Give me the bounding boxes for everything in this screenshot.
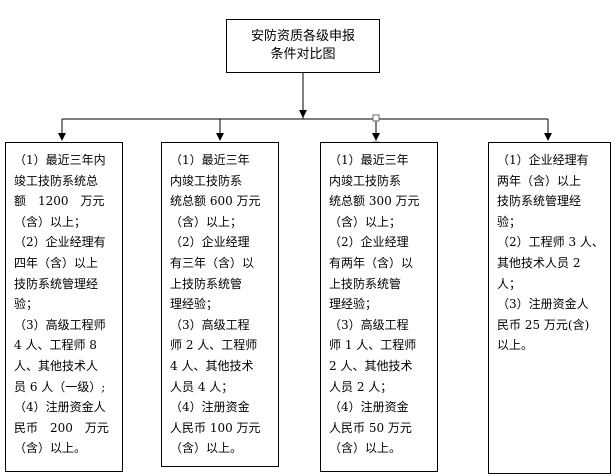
box-line: 两年（含）以上 [497, 173, 582, 188]
box-line: （1）最近三年内 [14, 153, 106, 167]
box-line: （4）注册资金 [329, 400, 409, 415]
box-line: 理经验； [329, 297, 378, 312]
box-line: （4）注册资金人 [14, 400, 106, 415]
box-line: 师 1 人、工程师 [329, 338, 417, 353]
box-line: 人员 2 人； [329, 379, 393, 394]
box-line: 人民币 100 万元 [170, 420, 261, 435]
box-line: 4 人、工程师 8 [14, 338, 97, 353]
box-line: 上技防系统管 [170, 276, 243, 291]
box-line: 其他技术人员 2 [497, 255, 581, 270]
box-line: 验； [497, 214, 522, 229]
box-line: （2）企业经理 [170, 235, 250, 250]
box-line: （1）最近三年 [170, 153, 250, 167]
box-line: （含）以上。 [14, 441, 87, 456]
box-line: 2 人、其他技术 [329, 358, 413, 373]
box-line: 四年（含）以上 [14, 255, 99, 270]
drop-arrowhead-2 [216, 133, 224, 141]
level-box-3: （1）最近三年 内竣工技防系 统总额 300 万元 （含）以上； （2）企业经理… [320, 142, 438, 472]
box-line: 内竣工技防系 [170, 173, 243, 188]
level-box-4: （1）企业经理有 两年（含）以上 技防系统管理经 验； （2）工程师 3 人、 … [488, 142, 611, 474]
box-line: 人； [497, 276, 522, 291]
box-line: 有三年（含）以 [170, 255, 255, 270]
box-line: （1）最近三年 [329, 153, 409, 167]
box-line: 员 6 人（一级）; [14, 379, 106, 394]
box-line: 技防系统管理经 [497, 194, 582, 209]
level-box-1: （1）最近三年内 竣工技防系统总 额 1200 万元 （含）以上； （2）企业经… [5, 142, 123, 472]
box-line: （3）高级工程 [170, 317, 250, 332]
box-line: 技防系统管理经 [14, 276, 99, 291]
box-line: （2）企业经理有 [14, 235, 106, 250]
level-box-2: （1）最近三年 内竣工技防系 统总额 600 万元 （含）以上； （2）企业经理… [161, 142, 279, 467]
box-line: 有两年（含）以 [329, 255, 414, 270]
box-line: 民币 25 万元(含) [497, 317, 590, 332]
box-line: 4 人、其他技术 [170, 358, 254, 373]
drop-arrowhead-3 [372, 133, 380, 141]
box-line: （3）高级工程师 [14, 317, 106, 332]
trunk-arrowhead [299, 110, 307, 118]
box-line: 以上。 [497, 338, 534, 353]
box-line: 统总额 600 万元 [170, 194, 261, 209]
box-line: 人员 4 人； [170, 379, 234, 394]
box-line: 内竣工技防系 [329, 173, 402, 188]
box-line: （3）注册资金人 [497, 297, 589, 312]
box-line: 验； [14, 297, 39, 312]
box-line: 人、其他技术人 [14, 358, 99, 373]
box-line: 上技防系统管 [329, 276, 402, 291]
box-line: （4）注册资金 [170, 400, 250, 415]
box-line: （含）以上。 [329, 441, 402, 456]
box-line: （含）以上。 [170, 441, 243, 456]
box-line: （2）企业经理 [329, 235, 409, 250]
title-line-2: 条件对比图 [270, 47, 336, 62]
box-line: （含）以上； [14, 214, 87, 229]
box-line: （2）工程师 3 人、 [497, 235, 604, 250]
box-line: 人民币 50 万元 [329, 420, 412, 435]
box-line: 额 1200 万元 [14, 194, 105, 209]
title-line-1: 安防资质各级申报 [250, 29, 355, 44]
diagram-title: 安防资质各级申报 条件对比图 [251, 28, 355, 64]
box-line: 民币 200 万元 [14, 420, 109, 435]
box-line: 统总额 300 万元 [329, 194, 420, 209]
box-line: （含）以上； [329, 214, 402, 229]
drop-arrowhead-4 [544, 133, 552, 141]
box-line: （3）高级工程 [329, 317, 409, 332]
selection-handle-top [372, 114, 380, 122]
box-line: （1）企业经理有 [497, 153, 589, 167]
box-line: （含）以上； [170, 214, 243, 229]
drop-arrowhead-1 [58, 133, 66, 141]
box-line: 竣工技防系统总 [14, 173, 99, 188]
diagram-title-box: 安防资质各级申报 条件对比图 [226, 19, 380, 73]
box-line: 理经验； [170, 297, 219, 312]
box-line: 师 2 人、工程师 [170, 338, 258, 353]
